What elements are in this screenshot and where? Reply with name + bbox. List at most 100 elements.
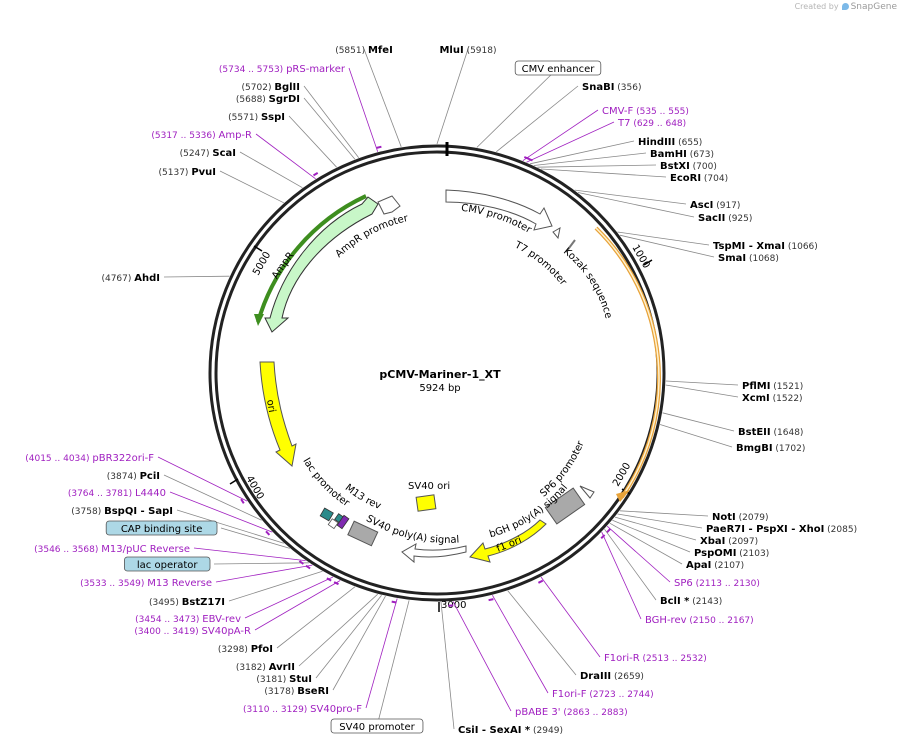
leader-line [619,234,715,258]
backbone-ring-outer [208,144,666,602]
leader-line [577,192,695,218]
primer-label: (3764 .. 3781) L4440 [68,488,166,499]
enzyme-label: TspMI - XmaI (1066) [713,241,818,252]
feature-box [330,718,424,734]
primer-label: F1ori-R (2513 .. 2532) [604,653,707,664]
sv40-ori-label: SV40 ori [408,481,450,492]
primer-label: BGH-rev (2150 .. 2167) [645,615,754,626]
leader-line [476,67,559,148]
leader-line [665,384,739,398]
ampr-promoter-arrow [377,195,401,215]
enzyme-label: XbaI (2097) [700,536,758,547]
green-arrowhead [254,314,264,326]
enzyme-label: (5851) MfeI [335,45,393,56]
enzyme-label: BstXI (700) [660,161,717,172]
primer-label: pBABE 3' (2863 .. 2883) [515,707,628,718]
primer-site-marker [391,600,397,604]
leader-line [255,133,316,180]
leader-line [612,519,691,553]
leader-line [601,531,642,620]
primer-site-marker [333,581,339,586]
leader-line [452,601,512,712]
primer-label: T7 (629 .. 648) [617,118,686,129]
leader-line [492,595,549,694]
enzyme-label: XcmI (1522) [742,393,803,404]
leader-line [604,528,657,601]
scale-ticks [229,245,653,612]
cap-binding-site-feature [319,507,334,522]
leader-line [540,168,667,178]
feature-box [105,520,218,536]
leader-line [157,456,248,502]
leader-line [522,109,599,162]
leader-line [213,562,309,565]
leader-line [220,527,290,549]
primer-label: (5317 .. 5336) Amp-R [151,130,252,141]
sp6-promoter-arrow [579,485,595,499]
leader-line [440,601,455,730]
enzyme-label: (3874) PciI [107,471,160,482]
leader-line [436,48,469,145]
leader-line [315,594,382,679]
enzyme-label: BclI * (2143) [660,596,722,607]
primer-site-marker [376,145,382,149]
leader-line [163,474,262,521]
feature-box [514,60,602,76]
primer-site-marker [527,157,533,162]
enzyme-label: (3178) BseRI [264,686,329,697]
ori-label: ori [264,399,277,414]
enzyme-label: PaeR7I - PspXI - XhoI (2085) [706,524,857,535]
primer-label: (3546 .. 3568) M13/pUC Reverse [34,544,190,555]
tick-label-5000: 5000 [251,250,273,278]
primer-label: (3400 .. 3419) SV40pA-R [134,626,251,637]
enzyme-label: MluI (5918) [439,45,496,56]
credit-brand: SnapGene [850,2,897,12]
enzyme-label: BamHI (673) [650,149,714,160]
leader-line [176,509,284,544]
plasmid-name: pCMV-Mariner-1_XT [379,368,501,381]
m13-rev-label: M13 rev [343,482,383,512]
green-cds-arc [256,194,367,323]
enzyme-label: BstEII (1648) [738,427,803,438]
enzyme-label: DraIII (2659) [580,671,644,682]
leader-line [244,576,334,619]
cmv-promoter-feature [445,189,553,231]
leader-line [376,600,410,727]
primer-label: (3533 .. 3549) M13 Reverse [80,578,212,589]
feature-box-label: CMV enhancer [522,64,596,75]
primer-site-marker [606,528,611,534]
enzyme-label: (3495) BstZ17I [149,597,225,608]
leader-line [533,152,647,166]
primer-label: (4015 .. 4034) pBR322ori-F [25,453,154,464]
leader-line [348,67,379,152]
sv40-polya-label: SV40 poly(A) signal [364,513,459,546]
tick-label-3000: 3000 [441,600,466,611]
leader-line [540,576,601,658]
enzyme-label: (5247) ScaI [180,148,236,159]
enzyme-label: (4767) AhdI [101,273,160,284]
enzyme-label: EcoRI (704) [670,173,728,184]
credit-prefix: Created by [794,2,839,11]
enzyme-label: BmgBI (1702) [736,443,805,454]
leader-line [288,115,337,168]
leader-line [303,85,360,159]
ori-feature [259,361,297,467]
t7-promoter-arrow [552,227,561,240]
primer-label: F1ori-F (2723 .. 2744) [552,689,654,700]
leader-line [215,564,313,583]
leader-line [228,570,323,602]
f1-ori-feature [469,519,547,563]
feature-box [124,556,211,572]
sv40-ori-feature [415,494,437,512]
t7-promoter-label: T7 promoter [512,239,569,288]
enzyme-label: AscI (917) [690,200,740,211]
leader-line [614,516,697,541]
primer-site-marker [326,577,332,582]
snapgene-logo-icon [841,3,849,10]
enzyme-label: (3181) StuI [256,674,312,685]
leader-line [239,151,303,189]
primer-site-marker [305,564,311,570]
feature-box-label: lac operator [137,560,198,571]
primer-site-marker [240,498,245,504]
